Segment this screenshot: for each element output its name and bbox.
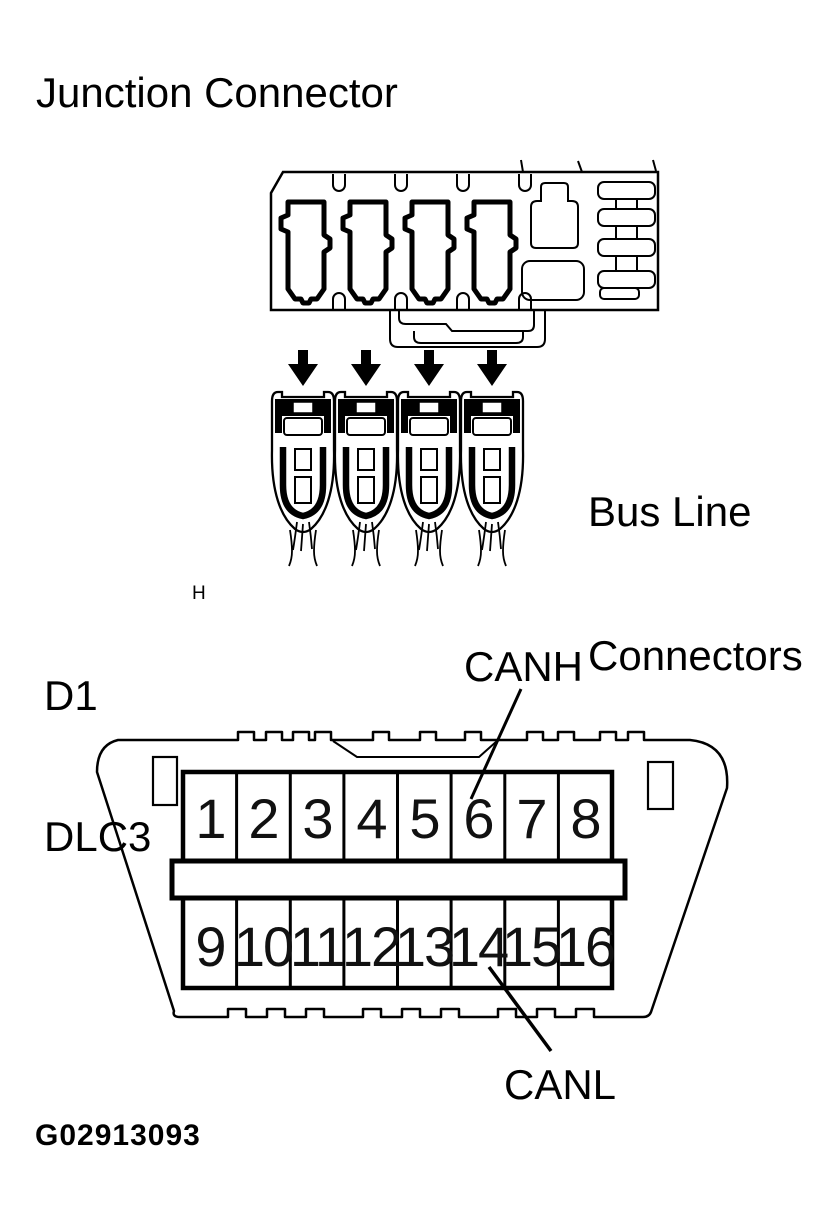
bus-line-arrow [351,350,381,386]
bus-line-arrows [288,350,507,386]
bus-line-connectors-label: Bus Line Connectors [588,392,803,776]
pin-number-1: 1 [195,787,224,850]
pin-number-14: 14 [449,915,508,978]
pin-number-3: 3 [302,787,331,850]
bus-line-arrow [288,350,318,386]
bus-line-label-line1: Bus Line [588,488,752,535]
junction-connector-title: Junction Connector [36,69,398,116]
junction-slot [467,202,516,303]
bus-line-connector [335,392,397,566]
canh-leader-line [469,688,523,800]
bus-line-connector [461,392,523,566]
figure-id: G02913093 [35,1119,201,1152]
pin-number-10: 10 [234,915,292,978]
pin-number-16: 16 [556,915,614,978]
canh-label: CANH [464,643,584,690]
bus-line-connector [272,392,334,566]
connector-code-label: D1 [44,672,98,719]
dlc3-pin-grid: 1 2 3 4 5 6 7 8 9 10 11 12 13 14 15 16 [169,769,628,991]
bus-line-arrow [477,350,507,386]
bus-line-connector [398,392,460,566]
pin-number-4: 4 [356,787,386,850]
dlc3-connector-label: D1 DLC3 [44,578,151,954]
dlc3-pin-numbers: 1 2 3 4 5 6 7 8 9 10 11 12 13 14 15 16 [195,787,616,978]
pin-number-5: 5 [409,787,438,850]
junction-bottom-tab [389,310,546,348]
junction-slot [281,202,330,303]
pin-number-6: 6 [463,787,492,850]
dlc3-connector-drawing: 1 2 3 4 5 6 7 8 9 10 11 12 13 14 15 16 [95,688,729,1053]
junction-slot [343,202,392,303]
pin-number-12: 12 [342,915,400,978]
pin-number-9: 9 [195,915,224,978]
junction-fuse-column [597,181,656,300]
dlc3-center-bar [169,858,628,901]
h-mark-label: H [192,583,206,604]
junction-connector-drawing [269,159,660,348]
canl-leader-line [487,965,553,1053]
pin-number-2: 2 [248,787,277,850]
bus-line-label-line2: Connectors [588,632,803,679]
pin-number-8: 8 [570,787,599,850]
bus-line-connectors-drawing [272,392,523,566]
bus-line-arrow [414,350,444,386]
canl-label: CANL [504,1061,617,1108]
pin-number-11: 11 [290,915,344,978]
pin-number-7: 7 [516,787,545,850]
junction-slot [405,202,454,303]
pin-number-13: 13 [395,915,453,978]
connector-name-label: DLC3 [44,813,152,860]
pin-number-15: 15 [502,915,560,978]
